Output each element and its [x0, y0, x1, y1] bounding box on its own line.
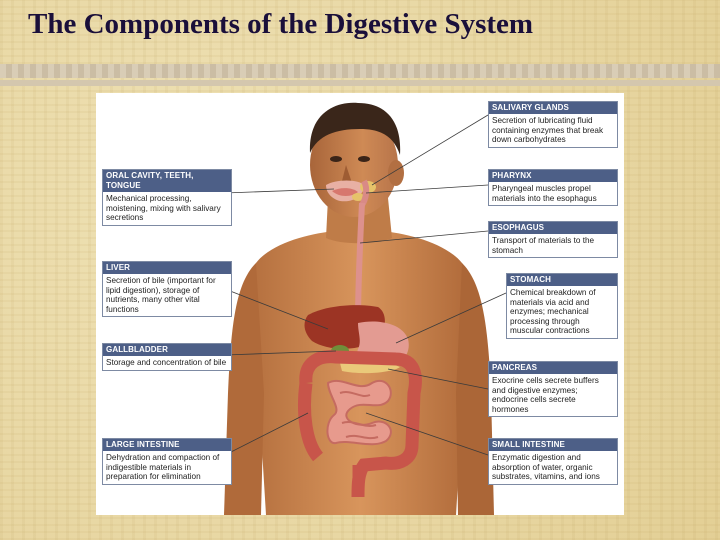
eye-left [330, 156, 342, 162]
slide-title: The Components of the Digestive System [28, 8, 533, 41]
label-pharynx-heading: PHARYNX [489, 170, 617, 182]
label-large-intestine: LARGE INTESTINE Dehydration and compacti… [102, 438, 232, 485]
ear [388, 160, 404, 186]
title-divider-lower [0, 80, 720, 86]
label-large-intestine-heading: LARGE INTESTINE [103, 439, 231, 451]
label-pancreas: PANCREAS Exocrine cells secrete buffers … [488, 361, 618, 417]
label-small-intestine-heading: SMALL INTESTINE [489, 439, 617, 451]
label-esophagus: ESOPHAGUS Transport of materials to the … [488, 221, 618, 258]
label-pancreas-heading: PANCREAS [489, 362, 617, 374]
label-salivary-glands: SALIVARY GLANDS Secretion of lubricating… [488, 101, 618, 148]
label-gallbladder: GALLBLADDER Storage and concentration of… [102, 343, 232, 371]
label-salivary-glands-text: Secretion of lubricating fluid containin… [489, 114, 617, 147]
label-stomach-heading: STOMACH [507, 274, 617, 286]
label-pharynx: PHARYNX Pharyngeal muscles propel materi… [488, 169, 618, 206]
label-large-intestine-text: Dehydration and compaction of indigestib… [103, 451, 231, 484]
label-pharynx-text: Pharyngeal muscles propel materials into… [489, 182, 617, 205]
label-oral-cavity-text: Mechanical processing, moistening, mixin… [103, 192, 231, 225]
label-pancreas-text: Exocrine cells secrete buffers and diges… [489, 374, 617, 416]
label-liver-heading: LIVER [103, 262, 231, 274]
label-liver-text: Secretion of bile (important for lipid d… [103, 274, 231, 316]
diagram-panel: SALIVARY GLANDS Secretion of lubricating… [96, 93, 624, 515]
label-stomach-text: Chemical breakdown of materials via acid… [507, 286, 617, 338]
label-oral-cavity: ORAL CAVITY, TEETH, TONGUE Mechanical pr… [102, 169, 232, 226]
label-gallbladder-text: Storage and concentration of bile [103, 356, 231, 370]
label-stomach: STOMACH Chemical breakdown of materials … [506, 273, 618, 339]
label-small-intestine-text: Enzymatic digestion and absorption of wa… [489, 451, 617, 484]
eye-right [358, 156, 370, 162]
label-oral-cavity-heading: ORAL CAVITY, TEETH, TONGUE [103, 170, 231, 192]
label-liver: LIVER Secretion of bile (important for l… [102, 261, 232, 317]
label-gallbladder-heading: GALLBLADDER [103, 344, 231, 356]
label-esophagus-text: Transport of materials to the stomach [489, 234, 617, 257]
label-small-intestine: SMALL INTESTINE Enzymatic digestion and … [488, 438, 618, 485]
label-esophagus-heading: ESOPHAGUS [489, 222, 617, 234]
label-salivary-glands-heading: SALIVARY GLANDS [489, 102, 617, 114]
title-divider [0, 64, 720, 78]
